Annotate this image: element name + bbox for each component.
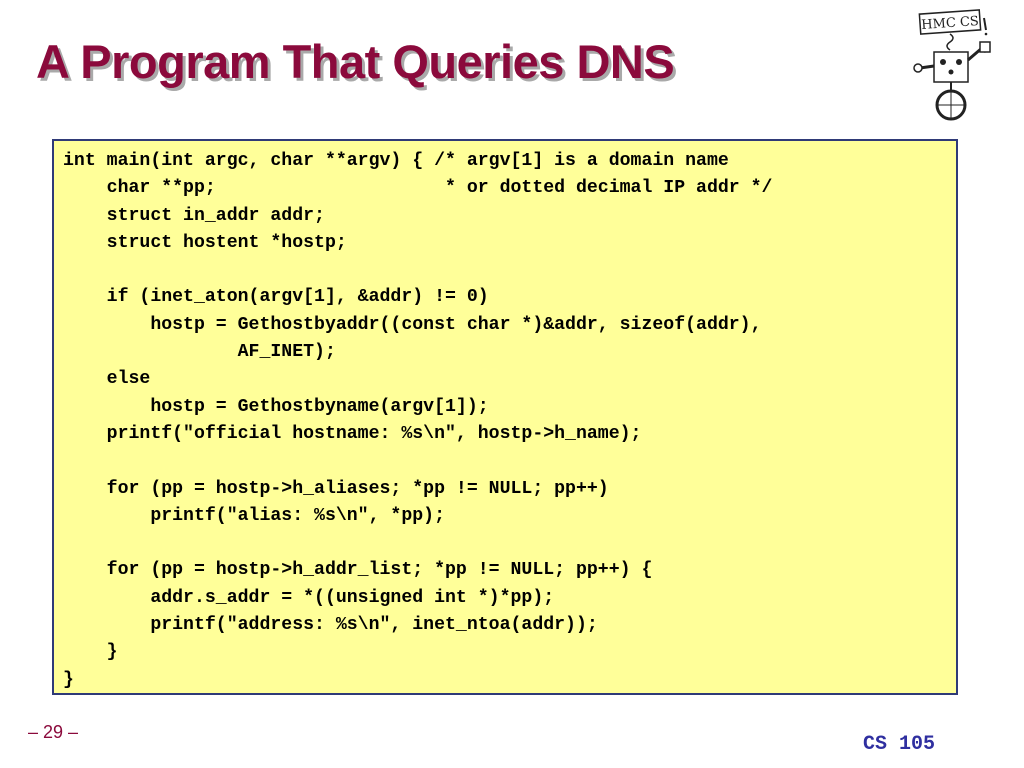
code-line (63, 257, 772, 284)
code-line: char **pp; * or dotted decimal IP addr *… (63, 178, 773, 199)
code-line: addr.s_addr = *((unsigned int *)*pp); (63, 587, 555, 608)
code-line: for (pp = hostp->h_addr_list; *pp != NUL… (63, 560, 653, 581)
code-line (63, 530, 772, 557)
code-line: hostp = Gethostbyname(argv[1]); (63, 396, 489, 417)
slide-number: – 29 – (28, 722, 79, 742)
logo-text: HMC CS (921, 14, 979, 33)
code-line: else (63, 369, 151, 390)
slide-title: A Program That Queries DNS (36, 35, 675, 88)
code-line: } (63, 669, 74, 690)
code-line: struct in_addr addr; (63, 205, 325, 226)
code-listing-box: int main(int argc, char **argv) { /* arg… (52, 139, 958, 695)
code-line: printf("alias: %s\n", *pp); (63, 505, 445, 526)
code-line (63, 448, 772, 475)
code-line: printf("official hostname: %s\n", hostp-… (63, 423, 642, 444)
code-line: hostp = Gethostbyaddr((const char *)&add… (63, 314, 762, 335)
code-line: AF_INET); (63, 342, 336, 363)
code-line: printf("address: %s\n", inet_ntoa(addr))… (63, 615, 598, 636)
code-line: for (pp = hostp->h_aliases; *pp != NULL;… (63, 478, 609, 499)
code-listing: int main(int argc, char **argv) { /* arg… (63, 148, 772, 694)
code-line: int main(int argc, char **argv) { /* arg… (63, 151, 729, 171)
code-line: if (inet_aton(argv[1], &addr) != 0) (63, 287, 489, 308)
code-line: struct hostent *hostp; (63, 232, 347, 253)
course-label: CS 105 (863, 733, 936, 756)
code-line: } (63, 642, 118, 663)
hmc-cs-logo-icon: HMC CS (913, 9, 991, 121)
